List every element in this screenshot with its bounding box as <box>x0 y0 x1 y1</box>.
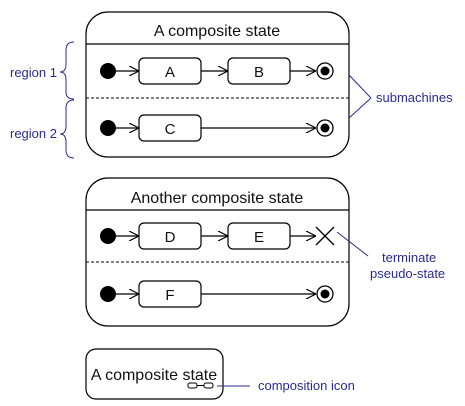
composite-state-3: A composite state <box>85 348 224 400</box>
composite-state-3-title: A composite state <box>91 367 217 384</box>
final-state-region-1 <box>316 62 334 80</box>
region-2-label: region 2 <box>10 126 57 141</box>
composite-state-1-title: A composite state <box>154 23 280 40</box>
final-state-region-4 <box>316 285 334 303</box>
terminate-callout-line <box>336 231 369 257</box>
state-c-label: C <box>165 121 176 138</box>
terminate-label-line-1: terminate <box>382 250 436 265</box>
composite-state-1: A composite state A B C <box>85 11 350 158</box>
initial-state-region-3 <box>100 228 116 244</box>
composite-state-2-title: Another composite state <box>131 190 304 207</box>
region-1-brace <box>59 41 75 100</box>
initial-state-region-4 <box>100 286 116 302</box>
composition-icon-label: composition icon <box>258 378 355 393</box>
final-state-region-2 <box>316 119 334 137</box>
state-f-label: F <box>165 287 174 304</box>
terminate-label-line-2: pseudo-state <box>370 266 445 281</box>
composite-state-2: Another composite state D E F <box>85 177 350 327</box>
composition-icon <box>187 382 214 389</box>
initial-state-region-1 <box>100 63 116 79</box>
state-d-label: D <box>165 229 176 246</box>
region-annotations <box>59 41 75 159</box>
state-a-label: A <box>165 64 175 81</box>
submachines-callout-lines <box>348 74 372 119</box>
submachines-label: submachines <box>376 90 453 105</box>
state-b-label: B <box>254 64 264 81</box>
terminate-pseudo-state-icon <box>315 226 335 246</box>
state-e-label: E <box>254 229 264 246</box>
initial-state-region-2 <box>100 120 116 136</box>
region-2-brace <box>59 99 75 159</box>
region-1-label: region 1 <box>10 65 57 80</box>
